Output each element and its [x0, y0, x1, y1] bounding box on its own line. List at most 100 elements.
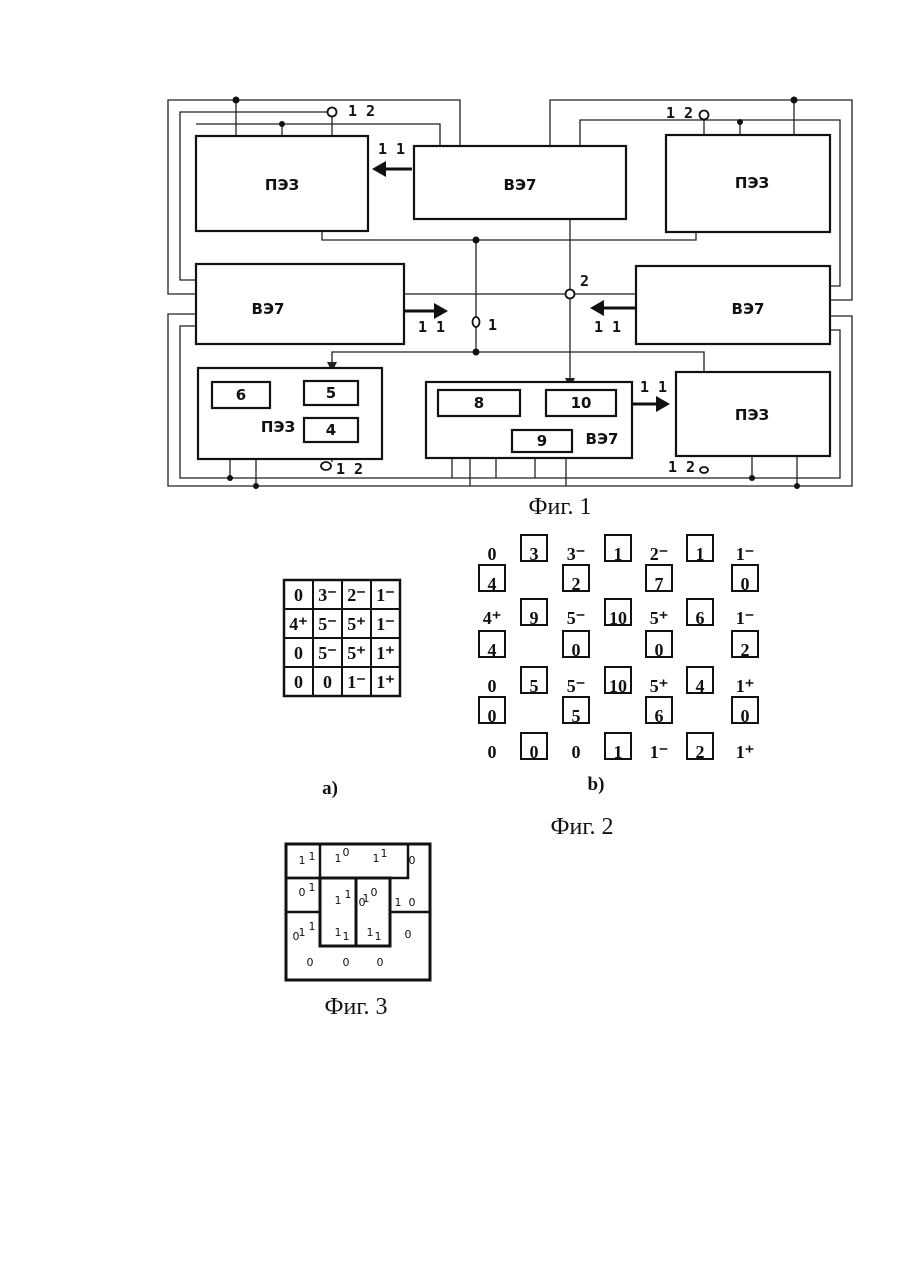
- fig3-digit: 1: [345, 888, 352, 901]
- vertex-label: 2⁻: [650, 544, 669, 564]
- edge-label: 9: [530, 608, 539, 628]
- vertex-label: 1⁺: [736, 742, 755, 762]
- fig3-digit: 0: [307, 956, 314, 969]
- block-label: ПЭЗ: [265, 176, 299, 194]
- table-cell: 5⁺: [347, 614, 366, 634]
- wire: [322, 231, 696, 240]
- vertex-label: 5⁻: [567, 676, 586, 696]
- sub-block-label: 8: [474, 394, 484, 412]
- fig3-digit: 1: [367, 926, 374, 939]
- junction-dot: [233, 97, 240, 104]
- label-12: 1 2: [336, 460, 363, 478]
- vertex-label: 5⁺: [650, 676, 669, 696]
- fig3-digit: 1: [309, 920, 316, 933]
- label-11: 1 1: [378, 140, 405, 158]
- table-cell: 3⁻: [318, 585, 337, 605]
- fig2b-label: b): [588, 774, 605, 795]
- edge-label: 4: [488, 640, 497, 660]
- block-label: ПЭЗ: [735, 174, 769, 192]
- table-cell: 5⁻: [318, 643, 337, 663]
- fig3-digit: 1: [309, 850, 316, 863]
- label-2: 2: [580, 272, 589, 290]
- table-cell: 1⁻: [376, 614, 395, 634]
- fig3-digit: 0: [409, 896, 416, 909]
- label-12: 1 2: [668, 458, 695, 476]
- fig3-digit: 1: [375, 930, 382, 943]
- fig3-digit: 1: [335, 926, 342, 939]
- fig3-digit: 0: [299, 886, 306, 899]
- terminal-2: [566, 290, 575, 299]
- terminal-12: [700, 111, 709, 120]
- edge-label: 2: [696, 742, 705, 762]
- fig3-caption: Фиг. 3: [325, 994, 388, 1020]
- terminal-12: [321, 462, 331, 470]
- sub-block-label: 9: [537, 432, 547, 450]
- vertex-label: 5⁻: [567, 608, 586, 628]
- table-cell: 0: [294, 585, 303, 605]
- junction-dot: [253, 483, 259, 489]
- sub-block-label: 6: [236, 386, 246, 404]
- fig3-digit: 1: [373, 852, 380, 865]
- fig3-digit: 0: [293, 930, 300, 943]
- edge-label: 1: [614, 742, 623, 762]
- edge-label: 3: [530, 544, 539, 564]
- fig3-digit: 0: [359, 896, 366, 909]
- fig3-digit: 0: [409, 854, 416, 867]
- table-cell: 1⁻: [376, 585, 395, 605]
- table-cell: 1⁻: [347, 672, 366, 692]
- arrowhead: [434, 303, 448, 319]
- sub-block-label: 10: [571, 394, 592, 412]
- label-12: 1 2: [666, 104, 693, 122]
- label-11: 1 1: [640, 378, 667, 396]
- table-cell: 0: [294, 643, 303, 663]
- edge-label: 1: [614, 544, 623, 564]
- fig2a-table: 03⁻2⁻1⁻4⁺5⁻5⁺1⁻05⁻5⁺1⁺001⁻1⁺: [284, 580, 400, 696]
- vertex-label: 4⁺: [483, 608, 502, 628]
- edge-label: 10: [609, 608, 627, 628]
- table-cell: 4⁺: [289, 614, 308, 634]
- block-label: ВЭ7: [504, 176, 537, 194]
- table-cell: 0: [294, 672, 303, 692]
- junction-dot: [279, 121, 285, 127]
- label-11: 1 1: [418, 318, 445, 336]
- vertex-label: 5⁺: [650, 608, 669, 628]
- fig3-digit: 0: [377, 956, 384, 969]
- block-vee-mid-left: [196, 264, 404, 344]
- edge-label: 0: [741, 706, 750, 726]
- table-cell: 1⁺: [376, 672, 395, 692]
- table-cell: 0: [323, 672, 332, 692]
- edge-label: 0: [530, 742, 539, 762]
- fig3-digit: 1: [299, 926, 306, 939]
- fig3-digit: 1: [299, 854, 306, 867]
- fig3-digit: 1: [335, 894, 342, 907]
- fig3-digit: 1: [309, 881, 316, 894]
- junction-dot: [791, 97, 798, 104]
- edge-label: 0: [741, 574, 750, 594]
- edge-label: 4: [696, 676, 705, 696]
- fig3-digit: 1: [395, 896, 402, 909]
- block-label: ПЭЗ: [261, 418, 295, 436]
- fig3-digit: 0: [371, 886, 378, 899]
- fig2-caption: Фиг. 2: [551, 814, 614, 840]
- fig3-digit: 1: [343, 930, 350, 943]
- terminal-12: [700, 467, 708, 473]
- table-cell: 1⁺: [376, 643, 395, 663]
- edge-label: 10: [609, 676, 627, 696]
- vertex-label: 0: [488, 544, 497, 564]
- table-cell: 5⁺: [347, 643, 366, 663]
- fig3-digit: 1: [335, 852, 342, 865]
- vertex-label: 0: [488, 676, 497, 696]
- arrowhead: [590, 300, 604, 316]
- vertex-label: 0: [488, 742, 497, 762]
- sub-block-label: 5: [326, 384, 336, 402]
- edge-label: 7: [655, 574, 664, 594]
- fig3-digit: 0: [343, 956, 350, 969]
- junction-dot: [737, 119, 743, 125]
- arrowhead: [372, 161, 386, 177]
- edge-label: 4: [488, 574, 497, 594]
- edge-label: 0: [655, 640, 664, 660]
- fig1-diagram: ПЭЗ ВЭ7 ПЭЗ ВЭ7 ВЭ7 ПЭЗ ВЭ7 ПЭЗ 6 5 4 8 …: [168, 97, 852, 490]
- vertex-label: 1⁺: [736, 676, 755, 696]
- label-12: 1 2: [348, 102, 375, 120]
